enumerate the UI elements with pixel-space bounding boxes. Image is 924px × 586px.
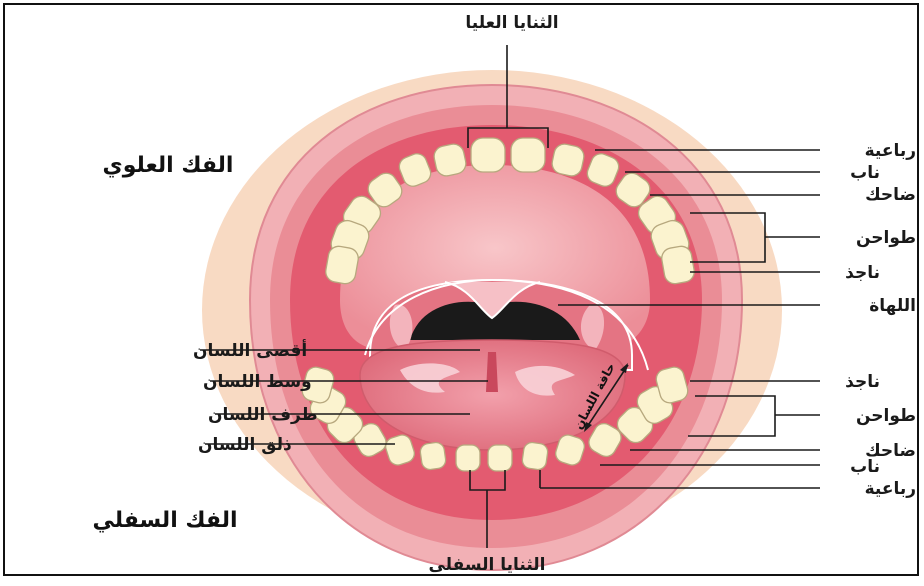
diagram-frame xyxy=(3,3,919,576)
